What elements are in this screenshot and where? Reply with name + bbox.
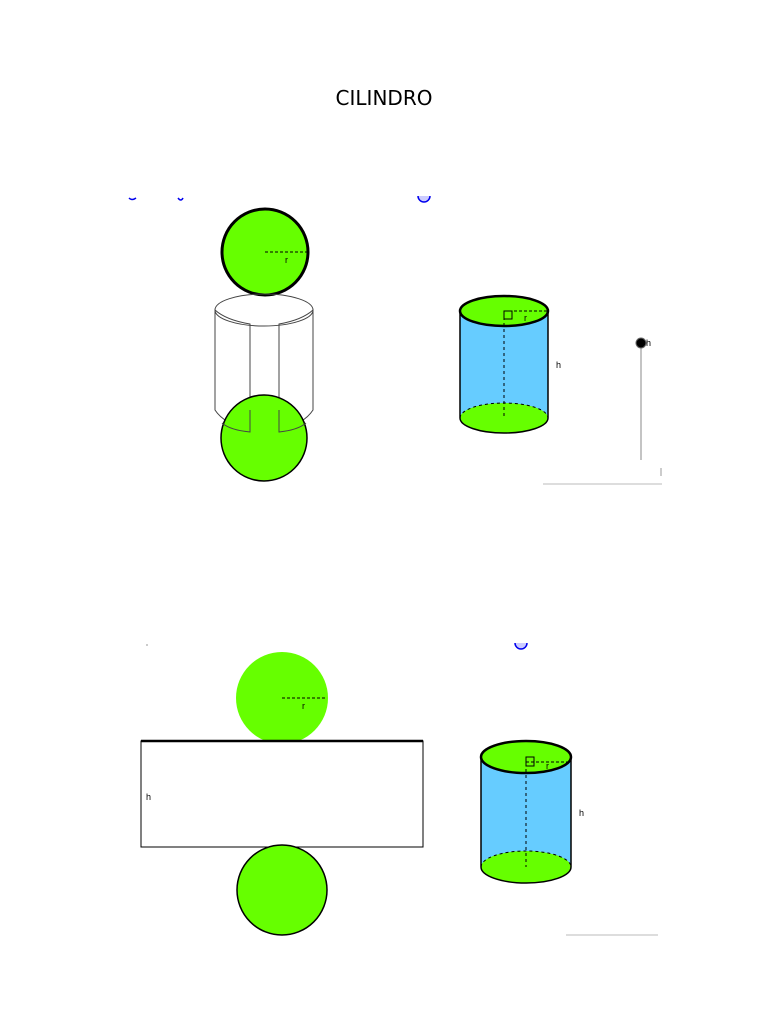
lateral-rectangle (140, 740, 424, 848)
height-slider[interactable]: h (635, 337, 662, 476)
page-title: CILINDRO (335, 86, 433, 110)
reset-icon[interactable] (417, 195, 431, 203)
top-net: r (214, 207, 314, 482)
bottom-cylinder: r h (479, 739, 584, 884)
slider-label: h (646, 338, 651, 348)
radius-label: r (524, 313, 527, 323)
reset-icon[interactable] (514, 642, 528, 650)
right-angle-marker (503, 310, 513, 320)
cylinder-bottom-base (460, 403, 548, 433)
radius-label: r (546, 761, 549, 771)
bottom-base-circle (220, 394, 308, 482)
height-label: h (146, 792, 151, 802)
height-label: h (556, 360, 561, 370)
radius-label: r (285, 255, 288, 265)
toolbar-glyph (177, 197, 184, 201)
slider-handle[interactable] (635, 337, 647, 349)
flap-edge (221, 410, 251, 433)
bottom-applet (146, 642, 528, 650)
right-angle-marker (525, 756, 535, 767)
radius-label: r (302, 701, 305, 711)
bottom-base-front-edge (480, 866, 572, 884)
top-applet (128, 195, 431, 203)
top-cylinder: r h (458, 294, 561, 434)
height-label: h (579, 808, 584, 818)
bottom-base-front-edge (459, 417, 549, 434)
cylinder-lateral-surface (460, 311, 548, 418)
toolbar-glyph (128, 197, 137, 201)
bottom-net: r h (140, 652, 424, 936)
flap-edge (278, 410, 307, 433)
bottom-base-back-edge (480, 850, 572, 868)
lateral-top-rim (214, 293, 314, 327)
net-bottom-base-circle (236, 844, 328, 936)
